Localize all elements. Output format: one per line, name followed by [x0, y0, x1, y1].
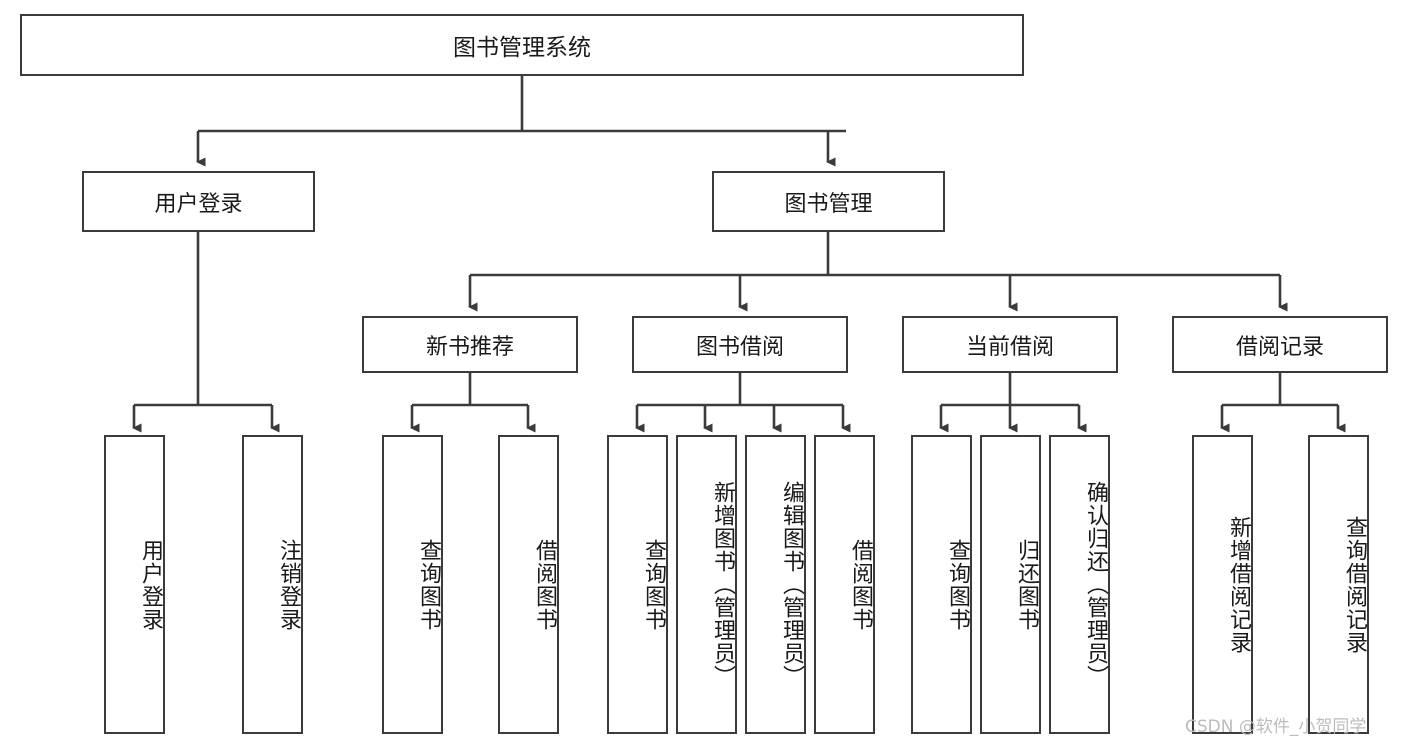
leaf-user-login[interactable]: 用户登录: [104, 435, 165, 734]
node-root-label: 图书管理系统: [453, 35, 591, 61]
leaf-edit-book-admin[interactable]: 编辑图书（管理员）: [745, 435, 806, 734]
leaf-add-borrow-record[interactable]: 新增借阅记录: [1192, 435, 1253, 734]
leaf-return-book[interactable]: 归还图书: [980, 435, 1041, 734]
node-current-borrow-label: 当前借阅: [965, 334, 1054, 360]
node-root[interactable]: 图书管理系统: [20, 14, 1024, 76]
leaf-logout[interactable]: 注销登录: [242, 435, 303, 734]
leaf-query-book-recommend[interactable]: 查询图书: [382, 435, 443, 734]
node-book-borrow[interactable]: 图书借阅: [632, 316, 848, 373]
node-new-book-recommendation[interactable]: 新书推荐: [362, 316, 578, 373]
leaf-borrow-book[interactable]: 借阅图书: [814, 435, 875, 734]
leaf-query-book-borrow[interactable]: 查询图书: [607, 435, 668, 734]
leaf-query-book-borrow-label: 查询图书: [641, 538, 666, 631]
leaf-add-borrow-record-label: 新增借阅记录: [1226, 515, 1251, 654]
node-book-management-label: 图书管理: [784, 191, 873, 217]
leaf-user-login-label: 用户登录: [138, 538, 163, 631]
leaf-confirm-return-admin-label: 确认归还（管理员）: [1083, 481, 1108, 688]
node-current-borrow[interactable]: 当前借阅: [902, 316, 1118, 373]
leaf-query-book-current-label: 查询图书: [945, 538, 970, 631]
node-user-login-label: 用户登录: [154, 191, 243, 217]
leaf-add-book-admin-label: 新增图书（管理员）: [710, 481, 735, 688]
leaf-logout-label: 注销登录: [276, 538, 301, 631]
leaf-add-book-admin[interactable]: 新增图书（管理员）: [676, 435, 737, 734]
node-borrow-record-label: 借阅记录: [1235, 334, 1324, 360]
leaf-return-book-label: 归还图书: [1014, 538, 1039, 631]
watermark: CSDN @软件_小贺同学: [1185, 717, 1367, 737]
leaf-query-borrow-record-label: 查询借阅记录: [1342, 515, 1367, 654]
leaf-confirm-return-admin[interactable]: 确认归还（管理员）: [1049, 435, 1110, 734]
node-borrow-record[interactable]: 借阅记录: [1172, 316, 1388, 373]
leaf-query-borrow-record[interactable]: 查询借阅记录: [1308, 435, 1369, 734]
leaf-borrow-book-recommend-label: 借阅图书: [532, 538, 557, 631]
node-new-book-recommendation-label: 新书推荐: [425, 334, 514, 360]
leaf-borrow-book-recommend[interactable]: 借阅图书: [498, 435, 559, 734]
leaf-edit-book-admin-label: 编辑图书（管理员）: [779, 481, 804, 688]
leaf-query-book-recommend-label: 查询图书: [416, 538, 441, 631]
leaf-query-book-current[interactable]: 查询图书: [911, 435, 972, 734]
node-book-borrow-label: 图书借阅: [695, 334, 784, 360]
leaf-borrow-book-label: 借阅图书: [848, 538, 873, 631]
node-user-login[interactable]: 用户登录: [82, 171, 315, 232]
node-book-management[interactable]: 图书管理: [712, 171, 945, 232]
